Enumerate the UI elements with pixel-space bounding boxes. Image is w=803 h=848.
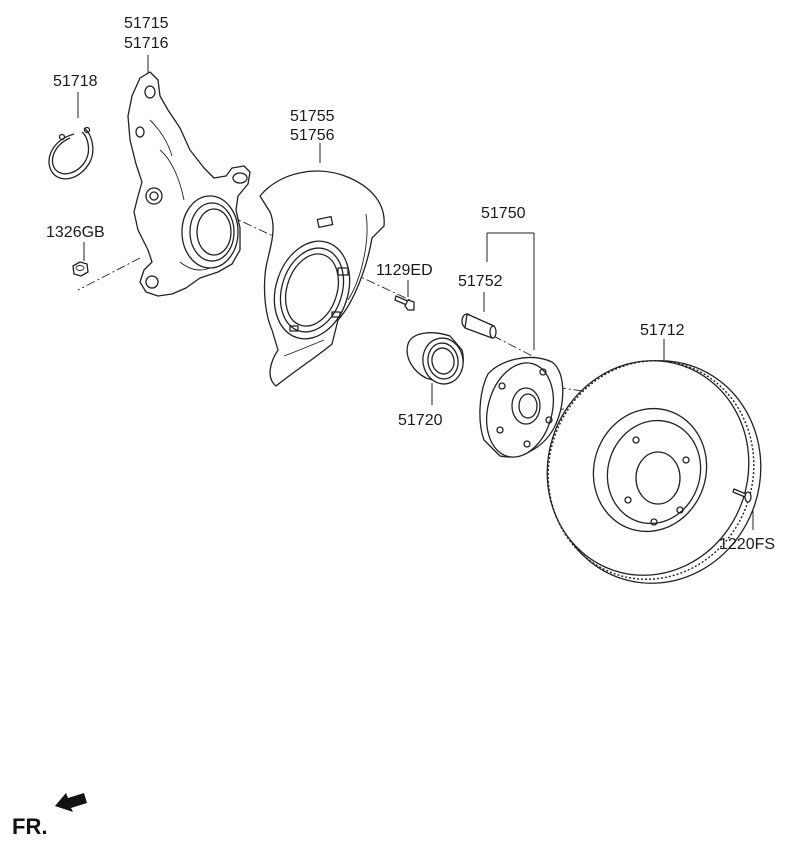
front-direction-label: FR. [12, 814, 47, 839]
label-1326gb[interactable]: 1326GB [46, 224, 105, 241]
label-51716[interactable]: 51716 [124, 35, 169, 52]
label-1129ed[interactable]: 1129ED [376, 262, 433, 279]
wheel-hub-part [479, 356, 564, 458]
label-1220fs[interactable]: 1220FS [719, 536, 775, 553]
dust-cover-part [259, 170, 385, 387]
label-51752[interactable]: 51752 [458, 273, 503, 290]
label-51750[interactable]: 51750 [481, 205, 526, 222]
label-51720[interactable]: 51720 [398, 412, 443, 429]
label-51755[interactable]: 51755 [290, 108, 335, 125]
label-51756[interactable]: 51756 [290, 127, 335, 144]
label-51715[interactable]: 51715 [124, 15, 169, 32]
wheel-bearing-part [406, 332, 464, 385]
front-direction-indicator: FR. [12, 793, 87, 839]
part-labels: 51715 51716 51718 1326GB 51755 51756 112… [46, 15, 775, 553]
screw-part [732, 488, 752, 503]
label-51718[interactable]: 51718 [53, 73, 98, 90]
steering-knuckle-part [127, 71, 251, 297]
nut-part [72, 261, 89, 277]
snap-ring-part [48, 126, 94, 180]
bolt-part [394, 295, 415, 311]
label-51712[interactable]: 51712 [640, 322, 685, 339]
front-direction-arrow-icon [55, 793, 87, 812]
hub-bolt-part [461, 313, 497, 339]
